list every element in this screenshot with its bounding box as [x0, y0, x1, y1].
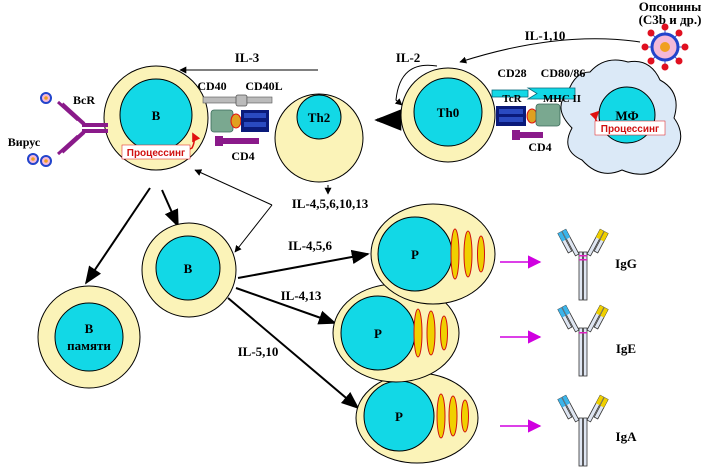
- opsonins-label-1: Опсонины: [639, 0, 702, 14]
- cd4-receptor-left: [219, 138, 259, 144]
- processing-box-b: [121, 144, 191, 160]
- cd28-label: CD28: [497, 66, 526, 80]
- processing-label-b: Процессинг: [127, 148, 185, 159]
- mhc2-label: MHC II: [543, 93, 581, 105]
- tcr-band: [499, 109, 523, 114]
- er-cisterns-1: [450, 228, 485, 280]
- arrow-il4-to-b-second: [234, 204, 273, 253]
- memory-b-nucleus: [54, 302, 124, 372]
- er-cisterns-2: [413, 308, 448, 358]
- igg-antibody-icon: [557, 228, 609, 301]
- b-second-nucleus: [155, 235, 221, 301]
- bcr-label: BcR: [73, 93, 95, 107]
- arrow-il4-to-b-main: [194, 169, 273, 206]
- cd80-86-receptor: [526, 87, 576, 100]
- arrow-b2-to-p1: [237, 249, 370, 279]
- th0-label: Th0: [437, 105, 459, 120]
- il4-13-label: IL-4,13: [281, 288, 322, 303]
- cd80-86-label: CD80/86: [541, 66, 586, 80]
- macrophage-label: МФ: [615, 108, 638, 123]
- arrow-b-to-b2: [161, 189, 179, 228]
- cd40l-label: CD40L: [245, 79, 282, 93]
- bcr-receptor-icon: [56, 100, 108, 156]
- il2-label: IL-2: [396, 50, 421, 65]
- arrow-il1-10: [459, 38, 641, 64]
- ige-label: IgE: [616, 341, 636, 356]
- processing-label-mf: Процессинг: [601, 124, 659, 135]
- il3-label: IL-3: [235, 50, 260, 65]
- mhc2-receptor-b: [210, 109, 234, 133]
- tcr-band: [499, 117, 523, 122]
- b-second-label: B: [184, 261, 193, 276]
- cd40-receptor: [202, 96, 240, 104]
- igg-label: IgG: [615, 256, 637, 271]
- cd40-label: CD40: [197, 79, 226, 93]
- opsonized-virus-icon: [641, 23, 689, 71]
- th2-label: Th2: [308, 110, 330, 125]
- cd40l-receptor: [235, 94, 248, 107]
- cd4-anchor: [512, 130, 520, 140]
- cd28-receptor: [491, 89, 529, 98]
- memory-b-label-2: памяти: [67, 338, 111, 353]
- mhc2-receptor: [535, 103, 561, 127]
- il5-10-label: IL-5,10: [238, 344, 279, 359]
- arrow-b-to-memory: [84, 187, 151, 285]
- processing-box-mf: [594, 120, 666, 136]
- cd4-label-right: CD4: [528, 140, 551, 154]
- plasma-label-3: P: [395, 409, 403, 424]
- th0-nucleus: [413, 77, 483, 147]
- tcr-label: TcR: [502, 93, 522, 105]
- tcr-band: [244, 122, 266, 127]
- virus-label: Вирус: [8, 135, 41, 149]
- cd40l-stalk: [246, 96, 273, 104]
- b-main-label: B: [152, 108, 161, 123]
- memory-b-label-1: B: [85, 321, 94, 336]
- arrow-il2: [394, 64, 438, 106]
- virus-icon: [27, 92, 52, 167]
- antigen-peptide-b: [230, 113, 242, 129]
- cd4-anchor: [215, 136, 223, 146]
- arrow-b2-to-p3: [227, 297, 360, 410]
- antigen-peptide-mf: [526, 108, 538, 124]
- opsonins-label-2: (C3b и др.): [639, 12, 702, 27]
- il1-10-label: IL-1,10: [525, 28, 566, 43]
- th2-nucleus: [296, 94, 342, 140]
- arrow-b2-to-p2: [235, 287, 337, 325]
- il4-5-6-10-13-label: IL-4,5,6,10,13: [292, 196, 369, 211]
- cd4-label-left: CD4: [231, 149, 254, 163]
- il4-5-6-label: IL-4,5,6: [288, 238, 333, 253]
- cd4-receptor-right: [517, 132, 543, 138]
- iga-antibody-icon: [557, 394, 609, 467]
- tcr-band: [244, 113, 266, 118]
- plasma-label-2: P: [374, 326, 382, 341]
- iga-label: IgA: [616, 429, 638, 444]
- er-cisterns-3: [436, 393, 469, 439]
- plasma-label-1: P: [411, 247, 419, 262]
- ige-antibody-icon: [557, 304, 609, 377]
